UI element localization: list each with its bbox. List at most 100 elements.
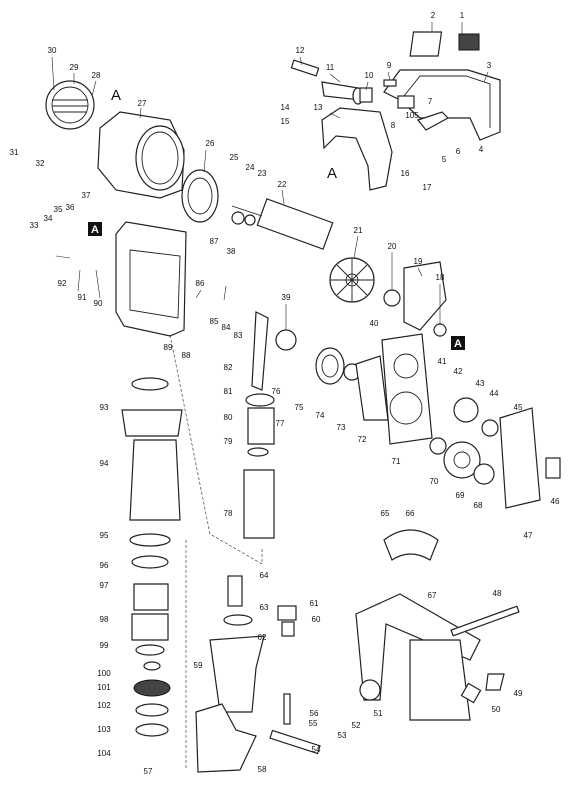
gear-cover [499,407,541,509]
part-label: 30 [48,46,57,55]
part-label: 64 [260,571,269,580]
part-label: 76 [272,387,281,396]
part-label: 9 [387,61,392,70]
marker-a-handle: A [327,165,337,182]
part-label: 41 [438,357,447,366]
part-label: 79 [224,437,233,446]
part-label: 7 [428,97,433,106]
marker-a-top-left: A [111,87,121,104]
leader-lines [51,22,489,330]
part-label: 28 [92,71,101,80]
part-label: 45 [514,403,523,412]
part-label: 16 [401,169,410,178]
dashed-guide [169,334,263,565]
handle [290,59,397,191]
gear-housing [115,221,187,337]
motor-housing [97,111,185,199]
part-label: 90 [94,299,103,308]
part-label: 20 [388,242,397,251]
part-label: 53 [338,731,347,740]
part-label: 51 [374,709,383,718]
marker-a-box [451,336,465,350]
switch-assembly [383,31,501,141]
part-label: 47 [524,531,533,540]
part-label: 73 [337,423,346,432]
part-label: 19 [414,257,423,266]
part-label: 2 [431,11,436,20]
part-label: 35 [54,205,63,214]
part-label: 96 [100,561,109,570]
part-label: 105 [405,111,419,120]
part-label: 93 [100,403,109,412]
part-label: 43 [476,379,485,388]
part-label: 5 [442,155,447,164]
part-label: 13 [314,103,323,112]
part-label: 37 [82,191,91,200]
crank-assembly [251,311,389,421]
field-coil [181,169,219,223]
bearing-18 [433,323,447,337]
part-label: 65 [381,509,390,518]
part-label: 42 [454,367,463,376]
part-label: 95 [100,531,109,540]
part-label: 70 [430,477,439,486]
part-label: 23 [258,169,267,178]
part-label: 10 [365,71,374,80]
part-label: 59 [194,661,203,670]
part-label: 88 [182,351,191,360]
part-label: 58 [258,765,267,774]
part-label: 52 [352,721,361,730]
part-label: 99 [100,641,109,650]
part-label: 97 [100,581,109,590]
part-label: 69 [456,491,465,500]
barrel-assembly [121,377,183,737]
part-label: 74 [316,411,325,420]
armature [231,198,334,250]
part-label: 40 [370,319,379,328]
part-labels: 1 2 3 4 5 6 7 8 9 10 11 12 13 14 15 16 1… [10,11,560,776]
baffle-plate [403,261,447,331]
part-label: 8 [391,121,396,130]
marker-a-box-text: A [454,338,462,350]
part-label: 22 [278,180,287,189]
part-label: 12 [296,46,305,55]
part-label: 56 [310,709,319,718]
part-label: 63 [260,603,269,612]
part-label: 89 [164,343,173,352]
part-label: 50 [492,705,501,714]
part-label: 49 [514,689,523,698]
bearing-25 [231,211,245,225]
part-label: 84 [222,323,231,332]
part-label: 31 [10,148,19,157]
part-label: 83 [234,331,243,340]
part-label: 38 [227,247,236,256]
part-label: 81 [224,387,233,396]
part-label: 101 [97,683,111,692]
part-label: 72 [358,435,367,444]
part-label: 4 [479,145,484,154]
part-label: 21 [354,226,363,235]
part-label: 57 [144,767,153,776]
part-label: 24 [246,163,255,172]
marker-a-box-text: A [91,224,99,236]
part-label: 66 [406,509,415,518]
marker-a-box [88,222,102,236]
part-label: 55 [309,719,318,728]
part-label: 82 [224,363,233,372]
part-label: 11 [326,63,335,72]
part-label: 46 [551,497,560,506]
lower-assembly [195,575,321,773]
part-label: 85 [210,317,219,326]
part-label: 32 [36,159,45,168]
part-label: 100 [97,669,111,678]
part-label: 44 [490,389,499,398]
part-label: 36 [66,203,75,212]
part-label: 15 [281,117,290,126]
part-label: 18 [436,273,445,282]
part-label: 77 [276,419,285,428]
fan-cover [45,80,95,130]
part-label: 98 [100,615,109,624]
part-label: 103 [97,725,111,734]
part-label: 94 [100,459,109,468]
